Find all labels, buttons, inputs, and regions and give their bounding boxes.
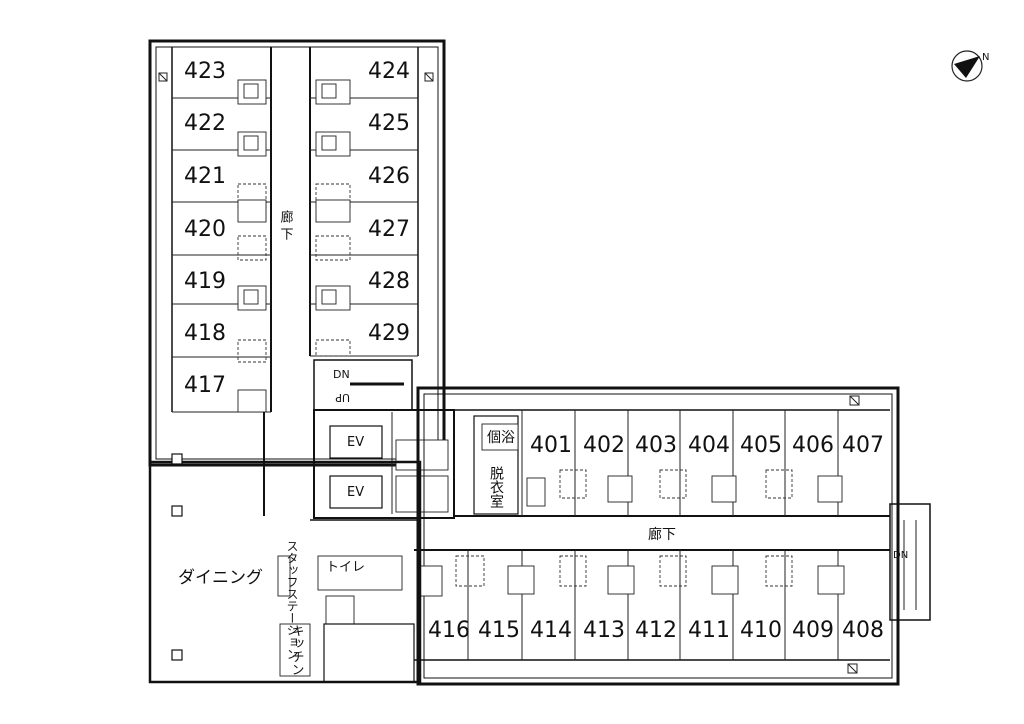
room-413: 413	[583, 618, 625, 643]
room-406: 406	[792, 433, 834, 458]
bath-label: 個浴	[487, 430, 515, 446]
north-corridor-label: 廊 下	[278, 209, 294, 240]
north-wing-rooms-west: 423 422 421 420 419 418 417	[184, 59, 226, 398]
room-403: 403	[635, 433, 677, 458]
room-405: 405	[740, 433, 782, 458]
east-corridor-label: 廊下	[648, 526, 676, 543]
room-426: 426	[368, 164, 410, 189]
stair-dn-label: DN	[333, 368, 350, 381]
room-410: 410	[740, 618, 782, 643]
elevator-1-label: EV	[347, 435, 364, 450]
common-area-walls	[148, 412, 422, 684]
room-424: 424	[368, 59, 410, 84]
east-wing-rooms-south: 416 415 414 413 412 411 410 409 408	[428, 618, 884, 643]
north-wing-walls	[148, 39, 446, 467]
room-407: 407	[842, 433, 884, 458]
room-425: 425	[368, 111, 410, 136]
room-412: 412	[635, 618, 677, 643]
room-427: 427	[368, 217, 410, 242]
east-wing-walls	[414, 386, 931, 686]
room-401: 401	[530, 433, 572, 458]
core-walls	[313, 359, 455, 519]
stair-up-label: UP	[335, 391, 350, 404]
room-404: 404	[688, 433, 730, 458]
room-411: 411	[688, 618, 730, 643]
room-419: 419	[184, 269, 226, 294]
room-408: 408	[842, 618, 884, 643]
room-420: 420	[184, 217, 226, 242]
north-label: N	[982, 52, 989, 63]
east-stair-dn-label: DN	[893, 550, 908, 561]
room-402: 402	[583, 433, 625, 458]
elevator-2-label: EV	[347, 485, 364, 500]
room-418: 418	[184, 321, 226, 346]
room-422: 422	[184, 111, 226, 136]
staff-station-label: スタッフステーション	[285, 540, 299, 660]
room-414: 414	[530, 618, 572, 643]
room-423: 423	[184, 59, 226, 84]
toilet-label: トイレ	[326, 560, 365, 575]
kitchen-label: キッチン	[289, 624, 304, 676]
room-409: 409	[792, 618, 834, 643]
room-428: 428	[368, 269, 410, 294]
room-417: 417	[184, 373, 226, 398]
room-415: 415	[478, 618, 520, 643]
north-wing-rooms-east: 424 425 426 427 428 429	[368, 59, 410, 346]
changing-room-label: 脱衣室	[488, 466, 504, 508]
dining-label: ダイニング	[178, 568, 263, 588]
room-429: 429	[368, 321, 410, 346]
east-wing-rooms-north: 401 402 403 404 405 406 407	[530, 433, 884, 458]
room-416: 416	[428, 618, 470, 643]
room-421: 421	[184, 164, 226, 189]
north-arrow-icon: N	[951, 50, 989, 82]
north-wing-fixtures	[237, 79, 351, 413]
east-wing-fixtures	[419, 469, 845, 597]
